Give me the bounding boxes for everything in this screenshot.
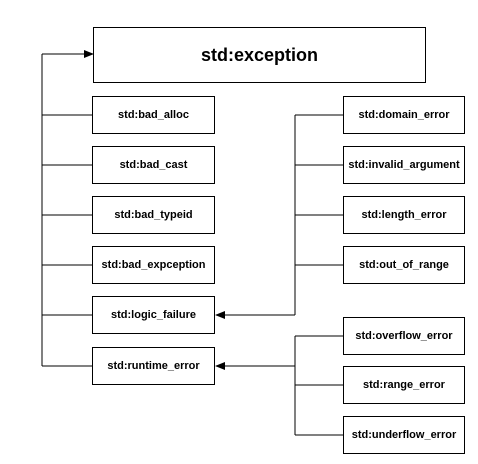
node-runtime-error: std:runtime_error — [92, 347, 215, 385]
node-out-of-range: std:out_of_range — [343, 246, 465, 284]
node-length-error: std:length_error — [343, 196, 465, 234]
node-underflow-error: std:underflow_error — [343, 416, 465, 454]
node-bad-typeid: std:bad_typeid — [92, 196, 215, 234]
node-invalid-argument: std:invalid_argument — [343, 146, 465, 184]
node-bad-alloc: std:bad_alloc — [92, 96, 215, 134]
node-bad-cast: std:bad_cast — [92, 146, 215, 184]
node-logic-failure: std:logic_failure — [92, 296, 215, 334]
node-range-error: std:range_error — [343, 366, 465, 404]
node-domain-error: std:domain_error — [343, 96, 465, 134]
node-bad-exception: std:bad_expception — [92, 246, 215, 284]
node-overflow-error: std:overflow_error — [343, 317, 465, 355]
node-std-exception: std:exception — [93, 27, 426, 83]
